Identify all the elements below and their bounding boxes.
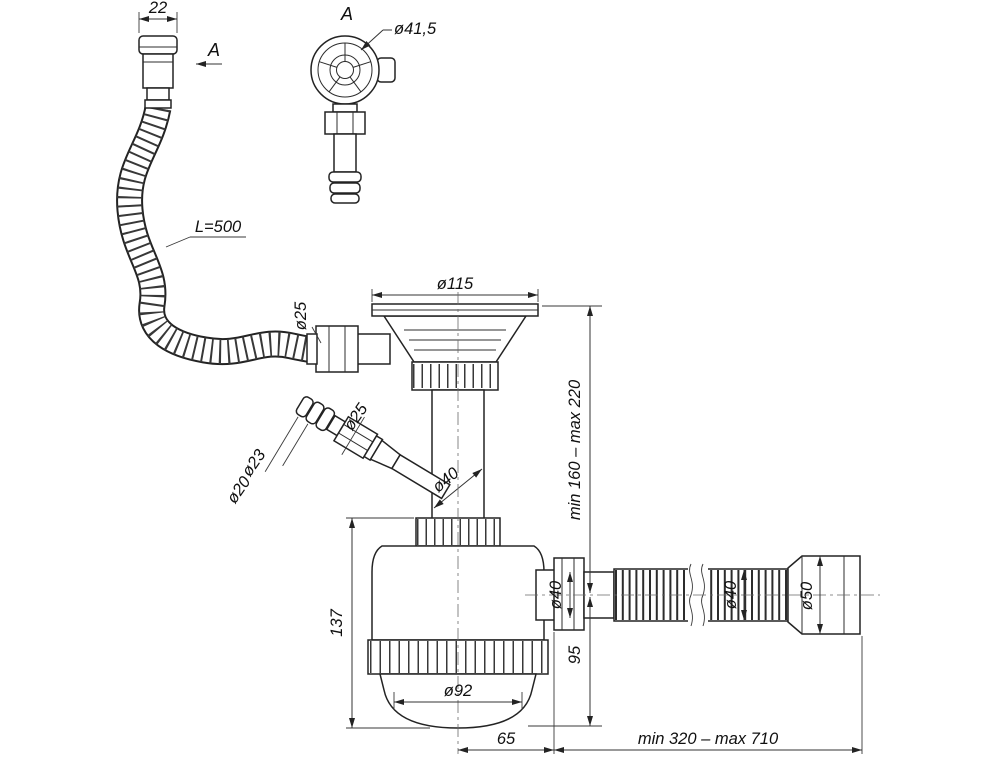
label-section-arrow: A — [207, 40, 220, 60]
overflow-inlet-nut — [306, 325, 391, 373]
dim-40-outlet: ø40 — [547, 572, 573, 618]
label-hose-length: L=500 — [195, 218, 242, 236]
dim-65: 65 — [458, 632, 555, 754]
strainer-spokes — [319, 43, 371, 93]
label-dim-22: 22 — [148, 0, 167, 17]
label-dia-92: ø92 — [444, 682, 472, 700]
label-section-view: A — [340, 4, 353, 24]
dim-height-range: min 160 – max 220 — [542, 305, 602, 593]
dim-50: ø50 — [798, 556, 823, 634]
dim-92: ø92 — [393, 682, 523, 710]
dim-length-range: min 320 – max 710 — [554, 636, 863, 754]
dim-40-flex: ø40 — [722, 570, 747, 620]
label-dim-65: 65 — [497, 730, 516, 748]
section-arrow: A — [196, 40, 222, 67]
label-dia-40-flex: ø40 — [722, 580, 740, 609]
label-dia-23: ø23 — [238, 446, 270, 480]
dim-95: 95 — [528, 597, 602, 727]
dim-22: 22 — [138, 0, 178, 33]
dim-25-overflow: ø25 — [292, 301, 322, 344]
hose-length-dim: L=500 — [165, 218, 246, 248]
section-view-a: A ø41,5 — [310, 4, 437, 204]
dim-115: ø115 — [371, 275, 539, 302]
sink-strainer — [306, 303, 539, 523]
label-height-range: min 160 – max 220 — [566, 379, 584, 520]
label-dia-115: ø115 — [437, 275, 474, 293]
label-dia-41-5: ø41,5 — [394, 20, 437, 38]
overflow-corrugated-hose — [116, 105, 329, 366]
dim-137: 137 — [328, 517, 430, 729]
label-length-range: min 320 – max 710 — [638, 730, 779, 748]
label-dia-40-outlet: ø40 — [547, 580, 565, 609]
label-dia-50: ø50 — [798, 581, 816, 610]
overflow-head-part — [138, 35, 178, 109]
label-dia-25-overflow: ø25 — [292, 301, 310, 330]
section-view-pipe — [324, 103, 366, 204]
label-dim-137: 137 — [328, 608, 346, 636]
label-dim-95: 95 — [566, 645, 584, 664]
